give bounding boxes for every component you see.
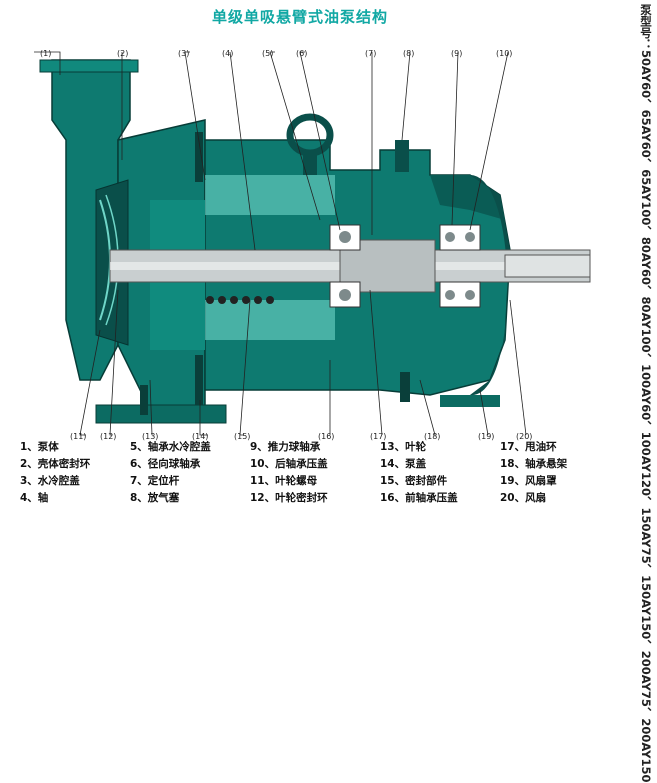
vent-plug [395, 140, 409, 172]
models-line-1: 50AY60、65AY60、65AY100、80AY60、80AY100、100… [639, 50, 653, 508]
legend-item-19: 19、风扇罩 [500, 475, 557, 487]
callout-5: (5) [262, 49, 273, 58]
callout-17: (17) [370, 432, 386, 441]
callout-15: (15) [234, 432, 250, 441]
legend-item-16: 16、前轴承压盖 [380, 492, 458, 504]
diagram-title: 单级单吸悬臂式油泵结构 [211, 8, 388, 26]
legend-item-5: 5、轴承水冷腔盖 [130, 441, 211, 453]
legend-item-11: 11、叶轮螺母 [250, 475, 318, 487]
models-line-2: 150AY75、150AY150、200AY75、200AY150 [639, 507, 653, 783]
legend-item-9: 9、推力球轴承 [250, 441, 321, 453]
parts-legend: 1、泵体 2、壳体密封环 3、水冷腔盖 4、轴 5、轴承水冷腔盖 6、径向球轴承… [18, 441, 618, 527]
pump-models: 泵型号：50AY60、65AY60、65AY100、80AY60、80AY100… [625, 4, 653, 783]
legend-item-12: 12、叶轮密封环 [250, 492, 328, 504]
callout-3: (3) [178, 49, 189, 58]
legend-item-6: 6、径向球轴承 [130, 458, 201, 470]
legend-item-7: 7、定位杆 [130, 475, 180, 487]
callout-19: (19) [478, 432, 494, 441]
callout-12: (12) [100, 432, 116, 441]
legend-item-13: 13、叶轮 [380, 441, 427, 453]
callout-11: (11) [70, 432, 86, 441]
callout-14: (14) [192, 432, 208, 441]
seal-part [206, 296, 274, 304]
shaft-extension [504, 254, 591, 278]
callout-8: (8) [403, 49, 414, 58]
callout-6: (6) [296, 49, 307, 58]
callout-1: (1) [40, 49, 51, 58]
callout-4: (4) [222, 49, 233, 58]
callout-20: (20) [516, 432, 532, 441]
callout-13: (13) [142, 432, 158, 441]
bearings [329, 224, 481, 308]
legend-item-10: 10、后轴承压盖 [250, 458, 328, 470]
legend-item-2: 2、壳体密封环 [20, 458, 91, 470]
legend-item-18: 18、轴承悬架 [500, 458, 568, 470]
callout-16: (16) [318, 432, 334, 441]
callout-18: (18) [424, 432, 440, 441]
models-label: 泵型号： [639, 4, 653, 50]
lifting-eye [286, 113, 334, 175]
legend-item-1: 1、泵体 [20, 441, 59, 453]
legend-item-20: 20、风扇 [500, 492, 547, 504]
bolts [140, 132, 410, 415]
callout-10: (10) [496, 49, 512, 58]
callout-2: (2) [117, 49, 128, 58]
legend-item-17: 17、甩油环 [500, 441, 557, 453]
legend-item-15: 15、密封部件 [380, 475, 448, 487]
legend-item-8: 8、放气塞 [130, 492, 180, 504]
callout-7: (7) [365, 49, 376, 58]
legend-item-14: 14、泵盖 [380, 458, 427, 470]
callout-9: (9) [451, 49, 462, 58]
legend-item-4: 4、轴 [20, 492, 49, 504]
legend-item-3: 3、水冷腔盖 [20, 475, 80, 487]
leader-lines [34, 51, 527, 436]
pump-cross-section: (1) (2) (3) (4) (5) (6) (7) (8) (9) (10)… [34, 49, 591, 441]
